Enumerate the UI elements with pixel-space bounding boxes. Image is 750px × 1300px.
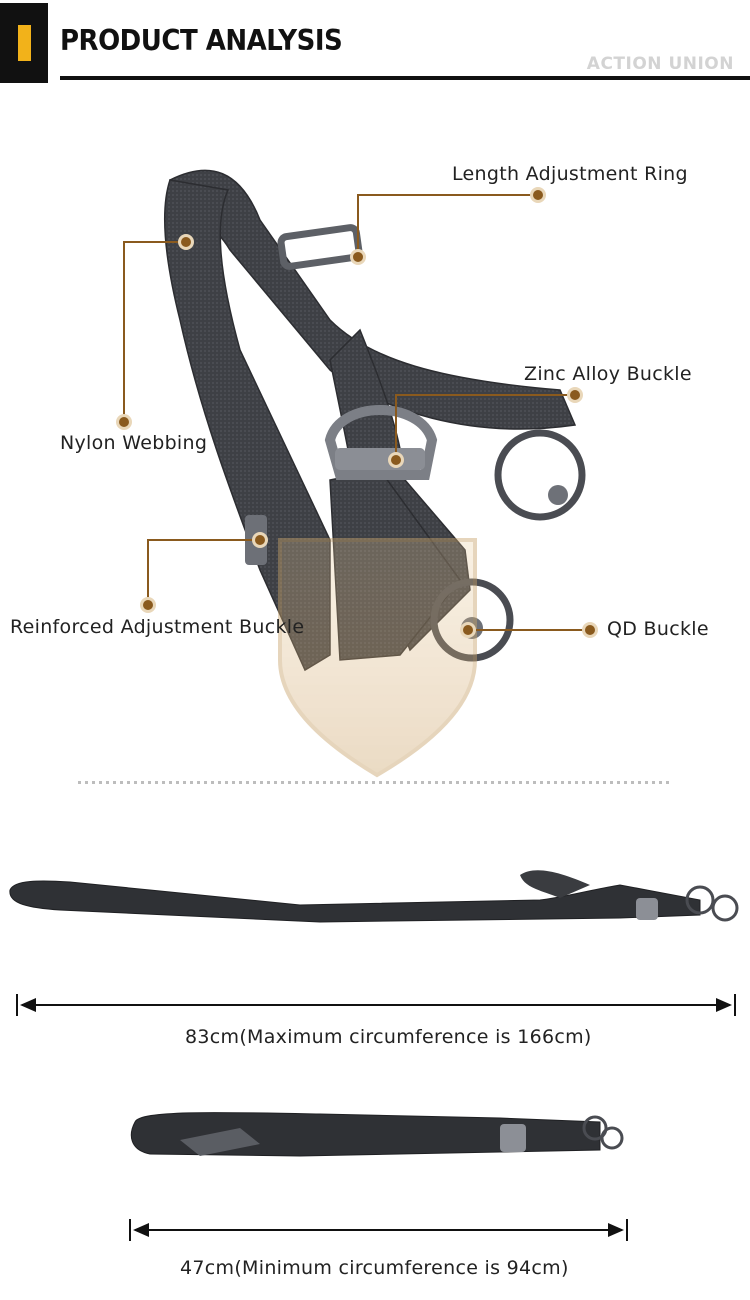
label-qd-buckle: QD Buckle xyxy=(607,618,709,640)
length-ring-shape xyxy=(277,224,363,270)
dimension-arrow-min xyxy=(129,1219,628,1241)
qd-ring-upper xyxy=(494,429,586,521)
strap-min-illustration xyxy=(130,1111,624,1157)
label-length-ring: Length Adjustment Ring xyxy=(452,163,688,185)
label-nylon-webbing: Nylon Webbing xyxy=(60,432,208,454)
callout-dot-length-ring xyxy=(533,190,543,200)
page-title: PRODUCT ANALYSIS xyxy=(60,24,343,58)
callout-dot-qd-buckle-anchor xyxy=(463,625,473,635)
callout-dot-nylon-webbing-end xyxy=(119,417,129,427)
header-block xyxy=(0,3,48,83)
callout-dot-reinforced-buckle xyxy=(255,535,265,545)
label-reinforced-buckle: Reinforced Adjustment Buckle xyxy=(10,616,305,638)
label-zinc-buckle: Zinc Alloy Buckle xyxy=(524,363,692,385)
watermark-shield xyxy=(278,538,477,778)
callout-dot-reinforced-buckle-end xyxy=(143,600,153,610)
callout-lines xyxy=(123,194,590,631)
header-underline xyxy=(60,76,750,80)
sling-illustration xyxy=(123,169,590,778)
callout-dot-zinc-buckle-anchor xyxy=(391,455,401,465)
dimension-arrow-max xyxy=(16,994,736,1016)
dimension-min-label: 47cm(Minimum circumference is 94cm) xyxy=(180,1257,569,1279)
callout-dot-zinc-buckle xyxy=(570,390,580,400)
strap-max-illustration xyxy=(9,870,739,923)
header-accent-bar xyxy=(18,25,31,61)
brand-name: ACTION UNION xyxy=(586,54,734,74)
callout-dot-nylon-webbing xyxy=(181,237,191,247)
callout-dot-qd-buckle xyxy=(585,625,595,635)
dotted-divider xyxy=(78,781,670,784)
callout-dot-length-ring-anchor xyxy=(353,252,363,262)
dimension-max-label: 83cm(Maximum circumference is 166cm) xyxy=(185,1026,592,1048)
section-header: PRODUCT ANALYSIS ACTION UNION xyxy=(0,0,750,84)
